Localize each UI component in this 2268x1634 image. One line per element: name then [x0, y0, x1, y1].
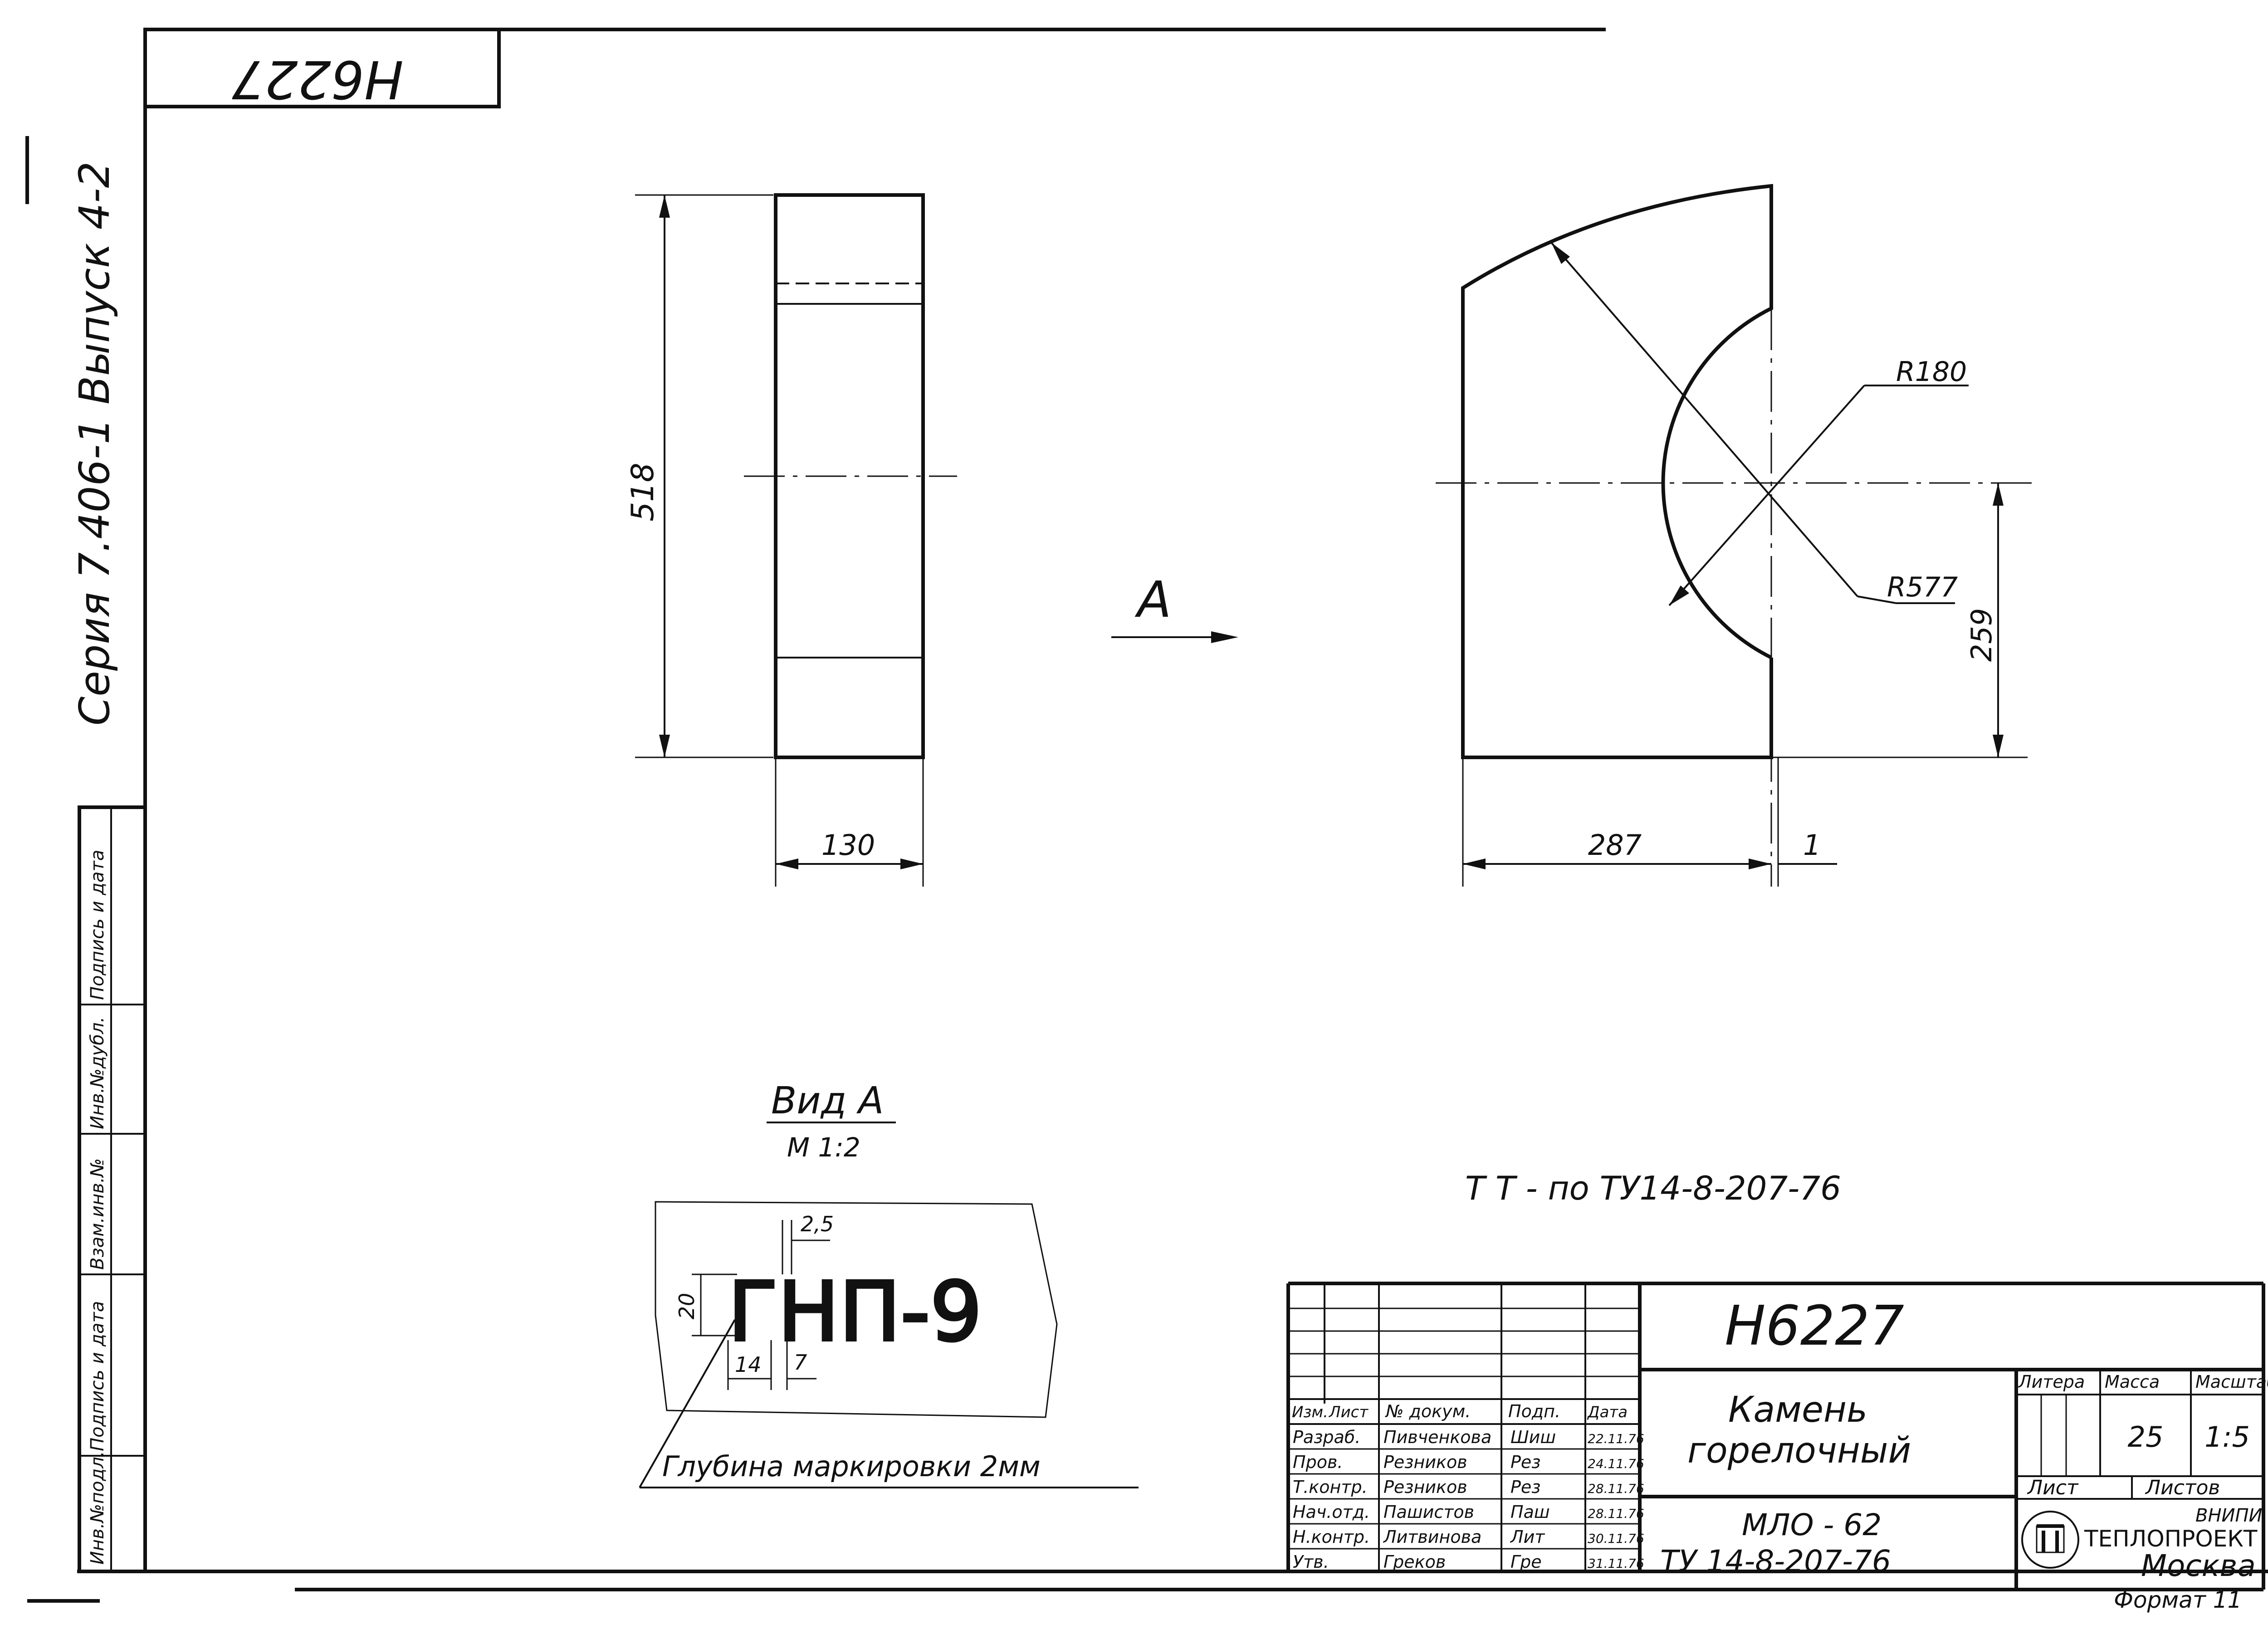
view-arrow: А — [1111, 571, 1238, 643]
title-block: Изм. Лист № докум. Подп. Дата Разраб. Пи… — [1286, 1282, 2268, 1613]
tb-row-sign: Шиш — [1510, 1427, 1556, 1447]
tb-sheet-label: Лист — [2027, 1476, 2079, 1499]
tb-row-role: Н.контр. — [1293, 1527, 1370, 1547]
side-stamp-label-2: Взам.инв.№ — [87, 1158, 108, 1270]
marking-dim-height: 20 — [675, 1293, 699, 1320]
side-stamp-label-3: Инв.№дубл. — [87, 1017, 108, 1129]
marking-dim-gap: 7 — [794, 1350, 807, 1375]
view-scale-text: М 1:2 — [787, 1132, 860, 1163]
tb-row-date: 30.11.76 — [1588, 1531, 1644, 1546]
tb-mass-value: 25 — [2128, 1420, 2164, 1454]
tb-header-date: Дата — [1587, 1403, 1628, 1421]
tb-row-name: Резников — [1383, 1452, 1467, 1472]
corner-code-box: Н6227 — [143, 28, 501, 109]
marking-depth-note: Глубина маркировки 2мм — [662, 1450, 1041, 1483]
side-stamp-label-1: Подпись и дата — [87, 1301, 108, 1451]
drawing-frame — [25, 28, 2268, 1603]
marking-dim-width: 14 — [735, 1352, 762, 1377]
tb-row-date: 22.11.76 — [1588, 1431, 1644, 1446]
organization-logo-icon — [2021, 1511, 2079, 1569]
tb-row-name: Греков — [1383, 1552, 1446, 1572]
side-stamp-label-4: Подпись и дата — [87, 850, 108, 1000]
tb-row: Т.контр. Резников Рез 28.11.76 — [1293, 1477, 1644, 1497]
side-stamp-block: Инв.№подл. Подпись и дата Взам.инв.№ Инв… — [78, 805, 147, 1573]
tb-row-role: Пров. — [1293, 1452, 1343, 1472]
tb-row: Нач.отд. Пашистов Паш 28.11.76 — [1293, 1502, 1644, 1522]
view-arrow-label: А — [1134, 571, 1171, 629]
view-title-text: Вид А — [771, 1079, 884, 1122]
tb-row-date: 31.11.76 — [1588, 1556, 1644, 1571]
tb-sheets-label: Листов — [2145, 1476, 2220, 1499]
marking-dim-stroke: 2,5 — [801, 1212, 834, 1236]
tb-org-name: ТЕПЛОПРОЕКТ — [2084, 1526, 2258, 1552]
series-text: Серия 7.406-1 Выпуск 4-2 — [70, 161, 119, 726]
tb-row-name: Пивченкова — [1383, 1427, 1491, 1447]
tb-name-line1: Камень — [1728, 1390, 1867, 1430]
tb-mass-label: Масса — [2105, 1372, 2160, 1392]
tb-row-sign: Гре — [1510, 1552, 1542, 1572]
tb-row: Пров. Резников Рез 24.11.76 — [1293, 1452, 1644, 1472]
marking-sample: ГНП-9 20 2,5 14 7 Глубина маркировки 2мм — [639, 1201, 1139, 1488]
tb-scale-value: 1:5 — [2204, 1420, 2250, 1454]
tb-litera-label: Литера — [2018, 1372, 2085, 1392]
tb-city: Москва — [2141, 1548, 2256, 1583]
marking-text: ГНП-9 — [728, 1265, 982, 1360]
dim-base-text: 287 — [1588, 829, 1642, 862]
tech-requirements-text: Т Т - по ТУ14-8-207-76 — [1465, 1169, 1841, 1207]
tb-row: Н.контр. Литвинова Лит 30.11.76 — [1293, 1527, 1644, 1547]
tb-row-role: Разраб. — [1293, 1427, 1360, 1447]
tb-row-sign: Лит — [1510, 1527, 1545, 1547]
dim-width-text: 130 — [821, 829, 875, 862]
dim-r-outer-text: R577 — [1887, 571, 1958, 603]
tb-name-line2: горелочный — [1687, 1430, 1911, 1471]
tb-row: Разраб. Пивченкова Шиш 22.11.76 — [1293, 1427, 1644, 1447]
tb-org-small: ВНИПИ — [2195, 1505, 2262, 1526]
tb-row-name: Резников — [1383, 1477, 1467, 1497]
tb-designation: Н6227 — [1725, 1295, 1904, 1358]
tb-header-doc: № докум. — [1385, 1401, 1471, 1421]
tb-row-name: Литвинова — [1383, 1527, 1481, 1547]
tb-row-sign: Рез — [1510, 1477, 1541, 1497]
tb-row-name: Пашистов — [1383, 1502, 1474, 1522]
dim-r-inner-text: R180 — [1896, 356, 1967, 388]
tb-row-role: Утв. — [1293, 1552, 1329, 1572]
tb-row-role: Т.контр. — [1293, 1477, 1368, 1497]
view-a-title: Вид А М 1:2 — [767, 1079, 896, 1163]
tb-material-line2: ТУ 14-8-207-76 — [1660, 1544, 1891, 1579]
tb-row-date: 28.11.76 — [1588, 1481, 1644, 1496]
tb-row-date: 28.11.76 — [1588, 1506, 1644, 1521]
tb-header-sign: Подп. — [1508, 1401, 1560, 1421]
side-stamp-label-0: Инв.№подл. — [87, 1451, 108, 1565]
tb-header-list: Лист — [1328, 1403, 1369, 1421]
dim-height-text: 518 — [625, 463, 661, 522]
tb-row-date: 24.11.76 — [1588, 1456, 1644, 1471]
tb-format-label: Формат 11 — [2114, 1587, 2242, 1613]
front-view: R180 R577 259 287 1 — [1436, 184, 2032, 887]
tb-header-izm: Изм. — [1292, 1403, 1328, 1421]
tb-row-sign: Рез — [1510, 1452, 1541, 1472]
dim-half-height-text: 259 — [1965, 608, 1998, 662]
tb-row: Утв. Греков Гре 31.11.76 — [1293, 1552, 1644, 1572]
tb-scale-label: Масштаб — [2195, 1372, 2268, 1392]
side-view: 518 130 — [625, 193, 957, 887]
dim-gap-text: 1 — [1803, 829, 1821, 862]
tb-row-sign: Паш — [1510, 1502, 1550, 1522]
corner-code-text: Н6227 — [231, 49, 403, 109]
tb-material-line1: МЛО - 62 — [1742, 1507, 1882, 1542]
tb-row-role: Нач.отд. — [1293, 1502, 1370, 1522]
